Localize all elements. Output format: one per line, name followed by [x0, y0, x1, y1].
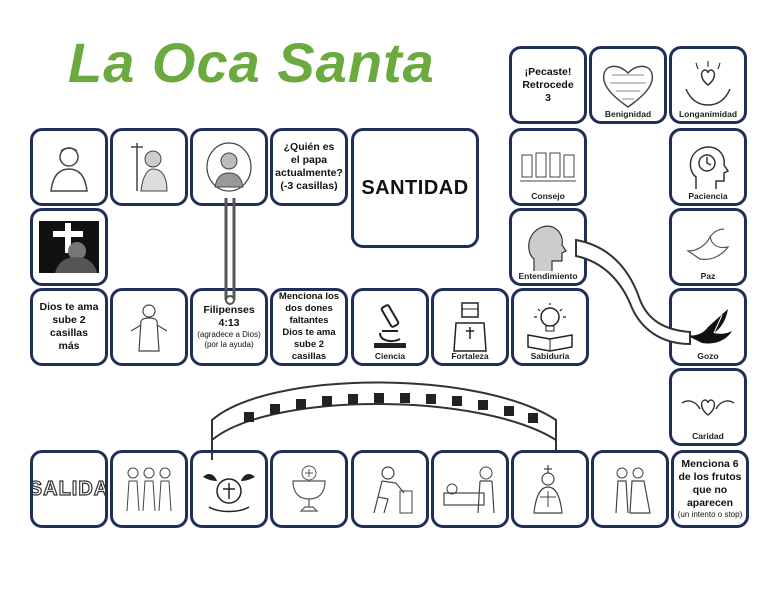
- dove-icon: [686, 228, 730, 260]
- pope-portrait-icon: [206, 142, 252, 192]
- tile-text: Filipenses: [203, 304, 255, 316]
- bridge: [211, 381, 557, 460]
- tile-caption: Entendimiento: [518, 271, 578, 281]
- priest-blessing-icon: [533, 465, 563, 514]
- tile-pope-4[interactable]: [110, 288, 188, 366]
- tile-caption: Caridad: [692, 431, 724, 441]
- tile-menciona-frutos[interactable]: Menciona 6 de los frutos que no aparecen…: [671, 450, 749, 528]
- tile-papa-question[interactable]: ¿Quién es el papa actualmente? (-3 casil…: [270, 128, 348, 206]
- ladder: [224, 198, 236, 305]
- tile-longanimidad[interactable]: Longanimidad: [669, 46, 747, 124]
- baptism-scene-icon: [126, 467, 172, 512]
- priest-cross-icon: [39, 221, 99, 273]
- tile-santidad[interactable]: SANTIDAD: [351, 128, 479, 248]
- santidad-label: SANTIDAD: [361, 176, 469, 199]
- pope-figure-icon: [50, 147, 88, 192]
- tile-text: faltantes: [289, 315, 329, 326]
- tile-pecaste[interactable]: ¡Pecaste! Retrocede 3: [509, 46, 587, 124]
- tile-caption: Gozo: [697, 351, 719, 361]
- microscope-icon: [374, 304, 406, 348]
- tile-text: (un intento o stop): [677, 510, 743, 519]
- tile-ciencia[interactable]: Ciencia: [351, 288, 429, 366]
- tile-baptism[interactable]: [110, 450, 188, 528]
- hands-heart-icon: [681, 399, 735, 416]
- tile-caption: Paciencia: [688, 191, 728, 201]
- tile-text: Dios te ama: [282, 327, 336, 338]
- tile-priest[interactable]: [30, 208, 108, 286]
- council-icon: [520, 152, 576, 182]
- wedding-couple-icon: [615, 467, 651, 514]
- tile-text: Retrocede: [522, 78, 574, 91]
- tile-text: 3: [545, 91, 551, 104]
- tile-text: dos dones: [285, 303, 333, 314]
- pope-staff-icon: [131, 143, 168, 192]
- salida-label: SALIDA: [30, 477, 108, 500]
- knight-icon: [453, 302, 487, 352]
- sick-bed-icon: [443, 466, 495, 514]
- dove-flying-icon: [686, 309, 732, 344]
- pope-standing-icon: [130, 304, 168, 352]
- tile-doves-cross[interactable]: [190, 450, 268, 528]
- tile-text: actualmente?: [275, 167, 343, 179]
- tile-salida[interactable]: SALIDA: [30, 450, 108, 528]
- tile-text: aparecen: [686, 497, 734, 509]
- chalice-icon: [292, 465, 326, 512]
- tile-gozo[interactable]: Gozo: [669, 288, 747, 366]
- tile-text: (por la ayuda): [204, 340, 254, 349]
- tile-text: sube 2 casillas: [291, 339, 327, 362]
- doves-cross-icon: [203, 474, 255, 513]
- tile-consejo[interactable]: Consejo: [509, 128, 587, 206]
- tile-paz[interactable]: Paz: [669, 208, 747, 286]
- tile-pope-1[interactable]: [30, 128, 108, 206]
- tile-kneeling[interactable]: [351, 450, 429, 528]
- tile-sabiduria[interactable]: Sabiduría: [511, 288, 589, 366]
- tile-caption: Longanimidad: [678, 109, 738, 119]
- heart-icon: [602, 65, 654, 108]
- tile-text: ¡Pecaste!: [524, 65, 572, 78]
- tile-text: más: [58, 340, 80, 352]
- tile-caption: Benignidad: [604, 109, 652, 119]
- tile-chalice[interactable]: [270, 450, 348, 528]
- kneeling-figure-icon: [373, 466, 413, 514]
- tile-text: ¿Quién es: [283, 141, 335, 153]
- tile-caption: Paz: [700, 271, 716, 281]
- tile-caridad[interactable]: Caridad: [669, 368, 747, 446]
- tile-text: el papa: [290, 154, 328, 166]
- tile-fortaleza[interactable]: Fortaleza: [431, 288, 509, 366]
- tile-sick-bed[interactable]: [431, 450, 509, 528]
- tile-text: que no: [692, 484, 728, 496]
- slide: [575, 238, 691, 346]
- tile-caption: Sabiduría: [530, 351, 570, 361]
- tile-priest-blessing[interactable]: [511, 450, 589, 528]
- tile-text: Menciona 6: [681, 458, 739, 470]
- tile-benignidad[interactable]: Benignidad: [589, 46, 667, 124]
- tile-caption: Ciencia: [374, 351, 406, 361]
- tile-text: (agradece a Dios): [197, 330, 261, 339]
- tile-caption: Fortaleza: [451, 351, 489, 361]
- head-profile-icon: [528, 225, 567, 271]
- tile-text: 4:13: [218, 317, 240, 329]
- tile-wedding[interactable]: [591, 450, 669, 528]
- tile-paciencia[interactable]: Paciencia: [669, 128, 747, 206]
- lightbulb-book-icon: [527, 303, 573, 352]
- game-title: La Oca Santa: [68, 31, 435, 94]
- tile-menciona-dones[interactable]: Menciona los dos dones faltantes Dios te…: [270, 288, 348, 366]
- tile-text: (-3 casillas): [280, 180, 338, 192]
- tile-caption: Consejo: [531, 191, 565, 201]
- tile-text: de los frutos: [678, 471, 742, 483]
- tile-pope-3[interactable]: [190, 128, 268, 206]
- tile-dios-ama-1[interactable]: Dios te ama sube 2 casillas más: [30, 288, 108, 366]
- tile-text: Dios te ama: [39, 301, 99, 313]
- tile-text: sube 2 casillas: [50, 314, 88, 339]
- tile-pope-2[interactable]: [110, 128, 188, 206]
- tile-text: Menciona los: [278, 291, 340, 302]
- clock-head-icon: [689, 146, 730, 189]
- hands-heart-icon: [685, 61, 731, 106]
